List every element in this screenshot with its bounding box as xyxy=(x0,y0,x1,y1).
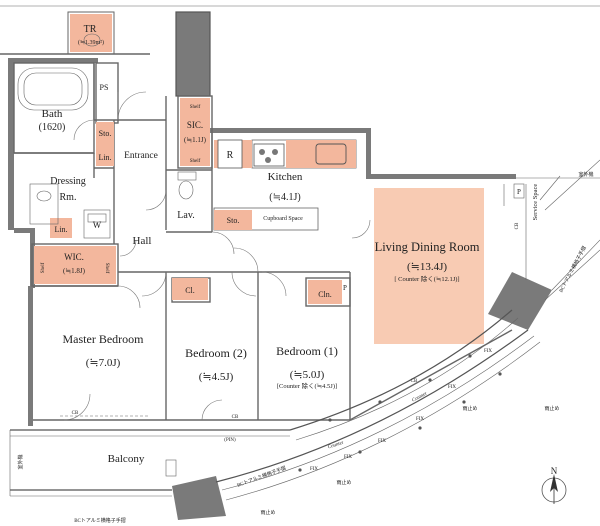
sto-entrance-label: Sto. xyxy=(99,129,112,138)
bedroom1-label: Bedroom (1) xyxy=(276,344,338,358)
doors xyxy=(63,91,371,421)
master-bedroom-area: (≒7.0J) xyxy=(86,357,121,369)
tr-label: TR xyxy=(84,24,97,35)
w-mark: W xyxy=(93,220,102,230)
lav-label: Lav. xyxy=(177,210,194,221)
toilet-icon xyxy=(83,33,101,47)
balcony-structure xyxy=(9,159,600,501)
bedroom1-area: (≒5.0J) xyxy=(290,369,325,381)
tr-area: (≒1.39m²) xyxy=(78,39,104,46)
hall-label: Hall xyxy=(133,235,152,247)
balcony-unit-label: 室外機 xyxy=(17,454,24,469)
fix-label: FIX xyxy=(448,385,456,390)
wic-label: WIC. xyxy=(64,252,84,262)
fix-label: FIX xyxy=(344,455,352,460)
aircon-unit-label: 室外機 xyxy=(578,171,593,178)
master-bedroom-label: Master Bedroom xyxy=(63,332,145,346)
railing-note-bottom: BCトアルミ横格子手摺 xyxy=(74,517,126,524)
ldr-label: Living Dining Room xyxy=(375,240,480,254)
railing-note-diagonal: BCトアルミ横格子手摺 xyxy=(236,464,287,488)
bedroom2-label: Bedroom (2) xyxy=(185,346,247,360)
kitchen-label: Kitchen xyxy=(268,171,303,183)
bath-label: Bath xyxy=(42,108,63,120)
north-arrow: N xyxy=(541,466,567,504)
cupboard-label: Cupboard Space xyxy=(263,216,303,222)
cb-label: CB xyxy=(72,411,79,416)
r-mark: R xyxy=(227,150,234,161)
sic-area: (≒1.1J) xyxy=(184,136,207,144)
stop-label: 雨止め xyxy=(462,405,477,412)
stop-label: 雨止め xyxy=(544,405,559,412)
bath-size: (1620) xyxy=(39,122,66,133)
bedroom2-area: (≒4.5J) xyxy=(199,371,234,383)
refrigerator xyxy=(217,139,243,169)
room-labels: TR (≒1.39m²) PS Bath (1620) Sto. Lin. En… xyxy=(39,24,594,465)
cl-label: Cl. xyxy=(185,286,195,295)
service-p-mark: P xyxy=(517,188,521,196)
bathtub xyxy=(17,67,89,111)
cb-label: CB xyxy=(411,379,418,384)
dressing-label: Dressing xyxy=(50,176,86,187)
dressing-sub: Rm. xyxy=(60,192,77,203)
counter-label: Counter xyxy=(327,441,344,451)
fixtures xyxy=(17,33,347,239)
stove-icon xyxy=(253,143,285,167)
ldr-area: (≒13.4J) xyxy=(407,261,447,273)
ldr-note: [ Counter 除く(≒12.1J)] xyxy=(394,274,459,283)
ps-label: PS xyxy=(100,83,109,92)
fix-label: FIX xyxy=(378,439,386,444)
wic-area: (≒1.8J) xyxy=(63,267,86,275)
wic-shelf-left: Shelf xyxy=(41,262,46,273)
lin-dressing-label: Lin. xyxy=(54,225,67,234)
railing-note-right: BCトアルミ横格子手摺 xyxy=(557,245,587,294)
cb-label: CB xyxy=(232,415,239,420)
sic-shelf-top: Shelf xyxy=(190,105,201,110)
stop-label: 雨止め xyxy=(336,479,351,486)
service-space-label: Service Space xyxy=(532,184,539,221)
fix-label: FIX xyxy=(416,417,424,422)
cb-label: CB xyxy=(515,222,520,229)
cln-label: Cln. xyxy=(318,290,332,299)
sto-kitchen-label: Sto. xyxy=(227,216,240,225)
sink-icon xyxy=(315,143,347,165)
wic-shelf-right: Shelf xyxy=(104,263,109,274)
fix-label: FIX xyxy=(484,349,492,354)
bedroom1-note: [Counter 除く(≒4.5J)] xyxy=(277,381,337,390)
entrance-label: Entrance xyxy=(124,151,158,161)
fix-label: FIX xyxy=(310,467,318,472)
stop-label: 雨止め xyxy=(260,509,275,516)
kitchen-area: (≒4.1J) xyxy=(269,192,300,203)
washer-icon xyxy=(83,209,111,239)
balcony-label: Balcony xyxy=(108,453,145,465)
storage-fills xyxy=(34,14,484,344)
window-mullions xyxy=(298,354,502,472)
washbasin xyxy=(29,183,59,225)
toilet-icon xyxy=(178,180,194,200)
pin-label: (PIN) xyxy=(224,438,236,443)
counter-label: Counter xyxy=(411,391,428,403)
sic-shelf-bottom: Shelf xyxy=(190,159,201,164)
p-mark: P xyxy=(343,284,347,292)
north-label: N xyxy=(551,466,558,476)
sic-label: SIC. xyxy=(187,120,203,130)
lin-entrance-label: Lin. xyxy=(98,153,111,162)
